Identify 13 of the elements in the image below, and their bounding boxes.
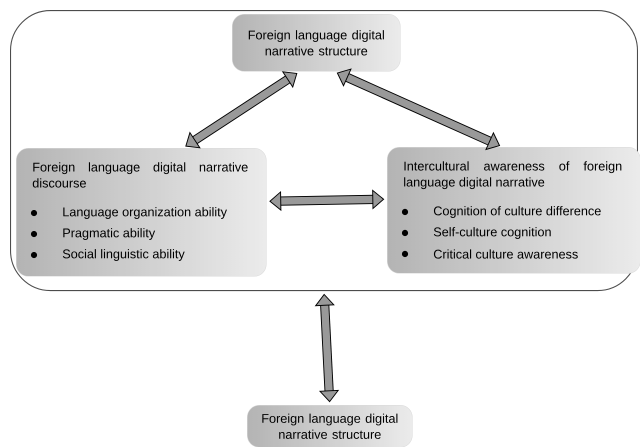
box-heading: Intercultural awareness of foreign language digital narrative (404, 161, 622, 190)
frame-box (10, 10, 638, 292)
list-item: Language organization ability (63, 207, 227, 219)
text-box: Foreign language digital narrative structure (232, 14, 401, 72)
list-item: Critical culture awareness (434, 249, 578, 259)
list-item: Self-culture cognition (434, 227, 551, 239)
box-heading: Foreign language digital narrative discourse (32, 162, 248, 188)
text-box: Foreign language digital narrative structure (247, 405, 413, 447)
list-item: Cognition of culture difference (434, 206, 601, 218)
list-item: Pragmatic ability (63, 228, 156, 240)
list-item: Social linguistic ability (62, 249, 185, 261)
double-arrow (185, 71, 298, 148)
double-arrow (269, 189, 384, 212)
